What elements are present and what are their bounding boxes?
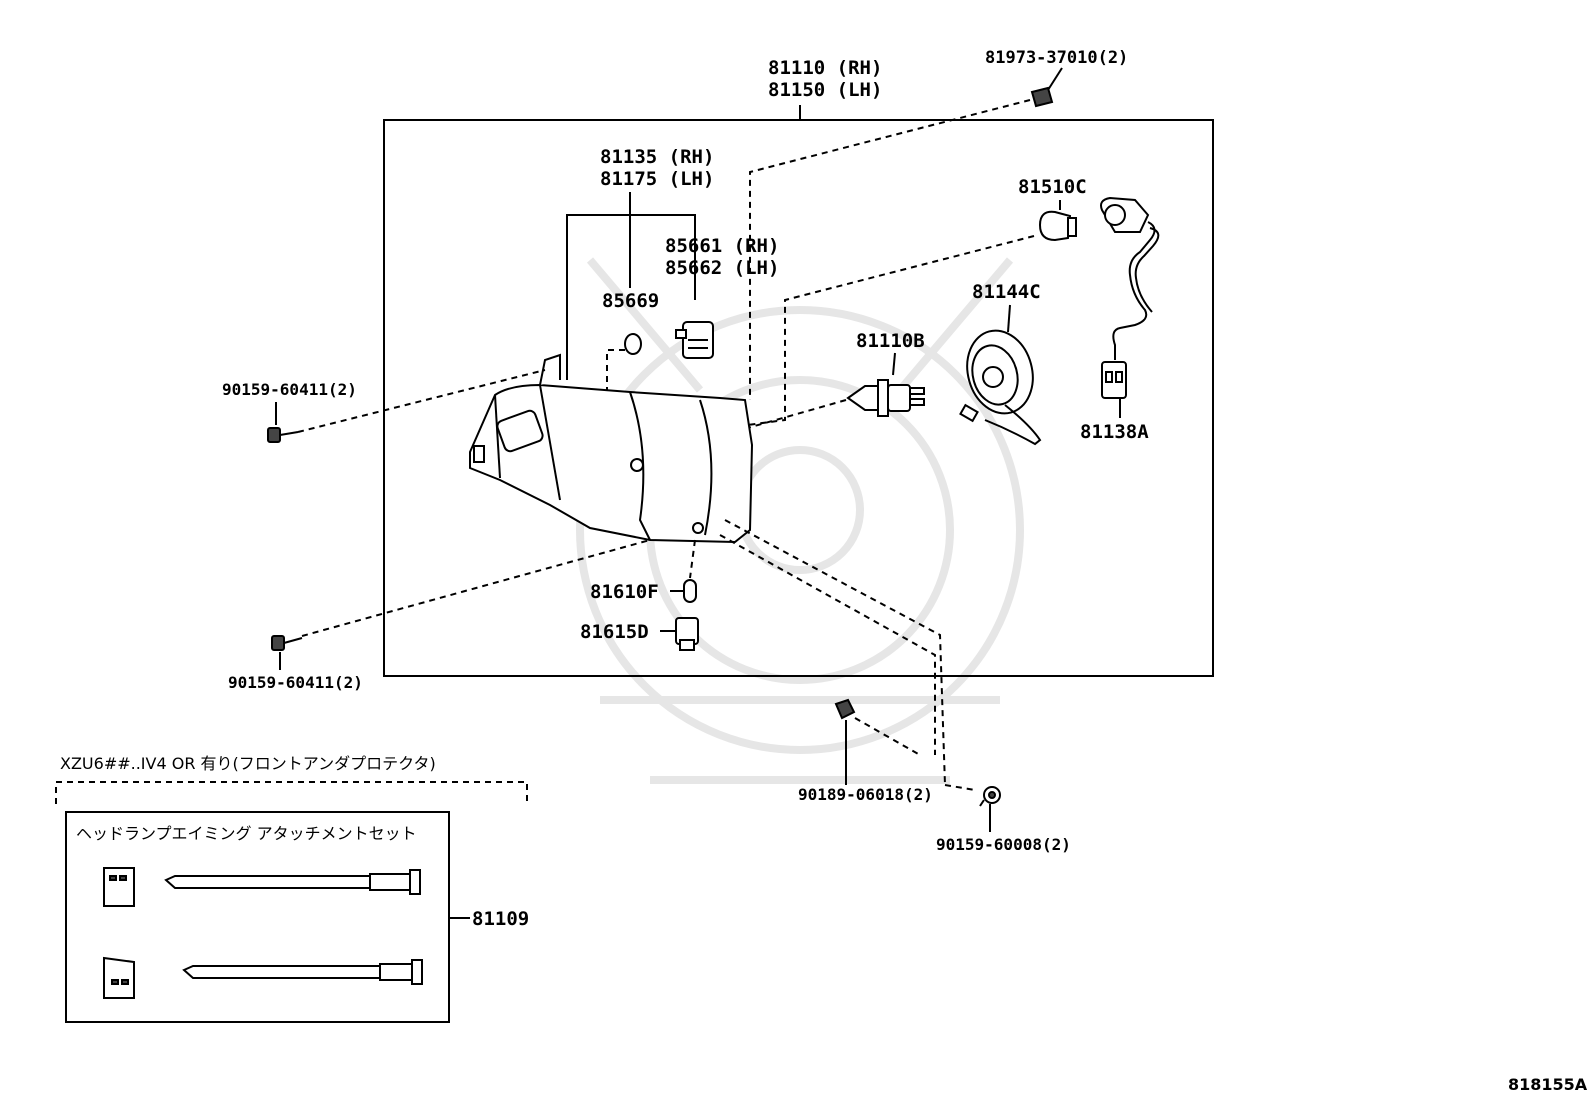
bulb-h4-label[interactable]: 81110B (856, 330, 925, 352)
bolt-lower-label[interactable]: 90159-60411(2) (228, 673, 363, 692)
side-socket-icon (675, 617, 699, 651)
bolt-upper-label[interactable]: 90159-60411(2) (222, 380, 357, 399)
clip-top-label[interactable]: 81973-37010(2) (985, 48, 1128, 68)
screw-icon (979, 786, 1001, 807)
leveling-actuator-icon (675, 321, 714, 359)
aiming-rod-icon (164, 869, 423, 985)
wedge-bulb-icon (1038, 210, 1077, 242)
clip-icon (1030, 86, 1054, 108)
kit-part-label[interactable]: 81109 (472, 908, 529, 930)
illustration-code: 818155A (1508, 1075, 1588, 1094)
socket-cover-label[interactable]: 81144C (972, 281, 1041, 303)
headlamp-housing-icon (469, 353, 754, 544)
condition-text: XZU6##..IV4 OR 有り(フロントアンダプロテクタ) (60, 754, 436, 773)
oring-label[interactable]: 85669 (602, 290, 659, 312)
screw-label[interactable]: 90159-60008(2) (936, 835, 1071, 854)
actuator-label-lh[interactable]: 85662 (LH) (665, 257, 779, 279)
assy-label-lh[interactable]: 81150 (LH) (768, 79, 882, 101)
flange-bolt-icon (267, 427, 299, 443)
bulb-w5w-label[interactable]: 81510C (1018, 176, 1087, 198)
unit-label-rh[interactable]: 81135 (RH) (600, 146, 714, 168)
watermark-emblem (576, 257, 1024, 784)
nut-icon (834, 698, 856, 720)
assembly-frame (383, 119, 1214, 677)
socket-harness-icon (1100, 196, 1160, 399)
oring-icon (624, 333, 642, 355)
kit-title: ヘッドランプエイミング アタッチメントセット (76, 824, 417, 843)
h4-bulb-icon (846, 379, 925, 417)
actuator-label-rh[interactable]: 85661 (RH) (665, 235, 779, 257)
unit-label-lh[interactable]: 81175 (LH) (600, 168, 714, 190)
nut-label[interactable]: 90189-06018(2) (798, 785, 933, 804)
bulb-side-label[interactable]: 81610F (590, 581, 659, 603)
attachment-plate-icon (103, 867, 135, 999)
assy-label-rh[interactable]: 81110 (RH) (768, 57, 882, 79)
dust-cover-icon (959, 329, 1042, 446)
socket-wire-label[interactable]: 81138A (1080, 421, 1149, 443)
side-bulb-icon (683, 579, 697, 603)
flange-bolt-lower-icon (271, 635, 303, 651)
socket-side-label[interactable]: 81615D (580, 621, 649, 643)
